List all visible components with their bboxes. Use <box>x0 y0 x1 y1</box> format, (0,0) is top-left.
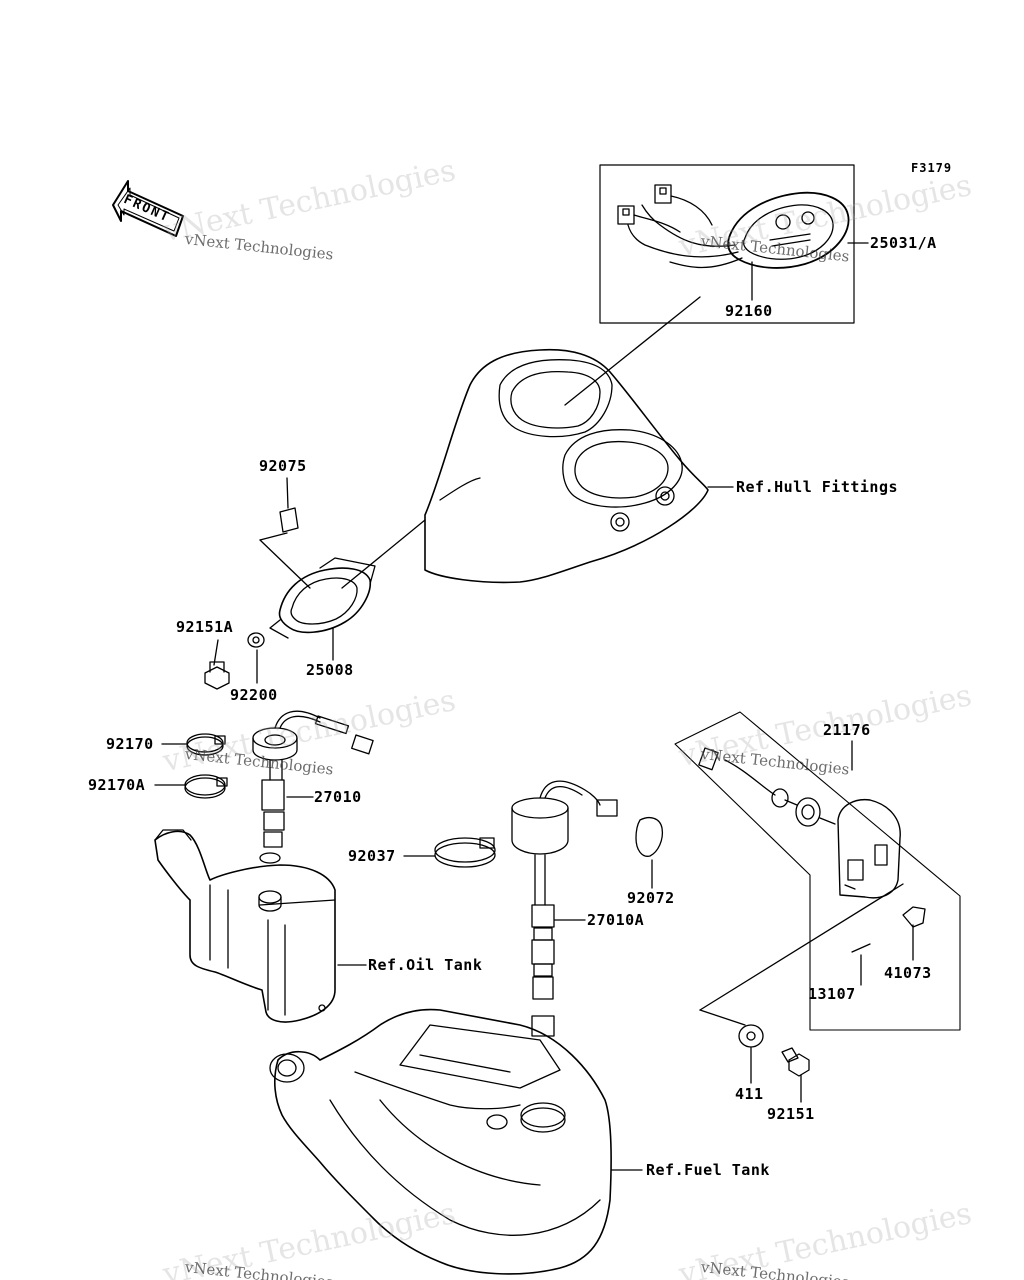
part-label-25031a: 25031/A <box>870 234 937 252</box>
part-label-92170: 92170 <box>106 735 154 753</box>
fuel-sending-unit <box>511 780 664 1037</box>
part-label-92160: 92160 <box>725 302 773 320</box>
part-label-41073: 41073 <box>884 964 932 982</box>
front-arrow-icon <box>112 180 184 237</box>
part-label-hull-fittings: Ref.Hull Fittings <box>736 478 899 496</box>
part-label-92072: 92072 <box>627 889 675 907</box>
figure-code: F3179 <box>911 161 953 175</box>
part-label-411: 411 <box>735 1085 764 1103</box>
part-label-92151a: 92151A <box>176 618 234 636</box>
part-label-27010: 27010 <box>314 788 362 806</box>
switch-assembly-box <box>674 711 961 1103</box>
part-label-92170a: 92170A <box>88 776 146 794</box>
part-label-92151: 92151 <box>767 1105 815 1123</box>
part-label-13107: 13107 <box>808 985 856 1003</box>
fuel-tank <box>269 1008 643 1275</box>
part-label-oil-tank: Ref.Oil Tank <box>368 956 483 974</box>
part-label-21176: 21176 <box>823 721 871 739</box>
part-label-92037: 92037 <box>348 847 396 865</box>
sending-unit-27010 <box>154 710 496 868</box>
bracket-25008 <box>204 477 426 690</box>
meter-assembly-box <box>564 164 869 406</box>
part-label-fuel-tank: Ref.Fuel Tank <box>646 1161 770 1179</box>
part-label-92075: 92075 <box>259 457 307 475</box>
part-label-92200: 92200 <box>230 686 278 704</box>
part-label-27010a: 27010A <box>587 911 645 929</box>
part-label-25008: 25008 <box>306 661 354 679</box>
oil-tank <box>154 829 367 1023</box>
hull-dashboard <box>424 348 734 584</box>
